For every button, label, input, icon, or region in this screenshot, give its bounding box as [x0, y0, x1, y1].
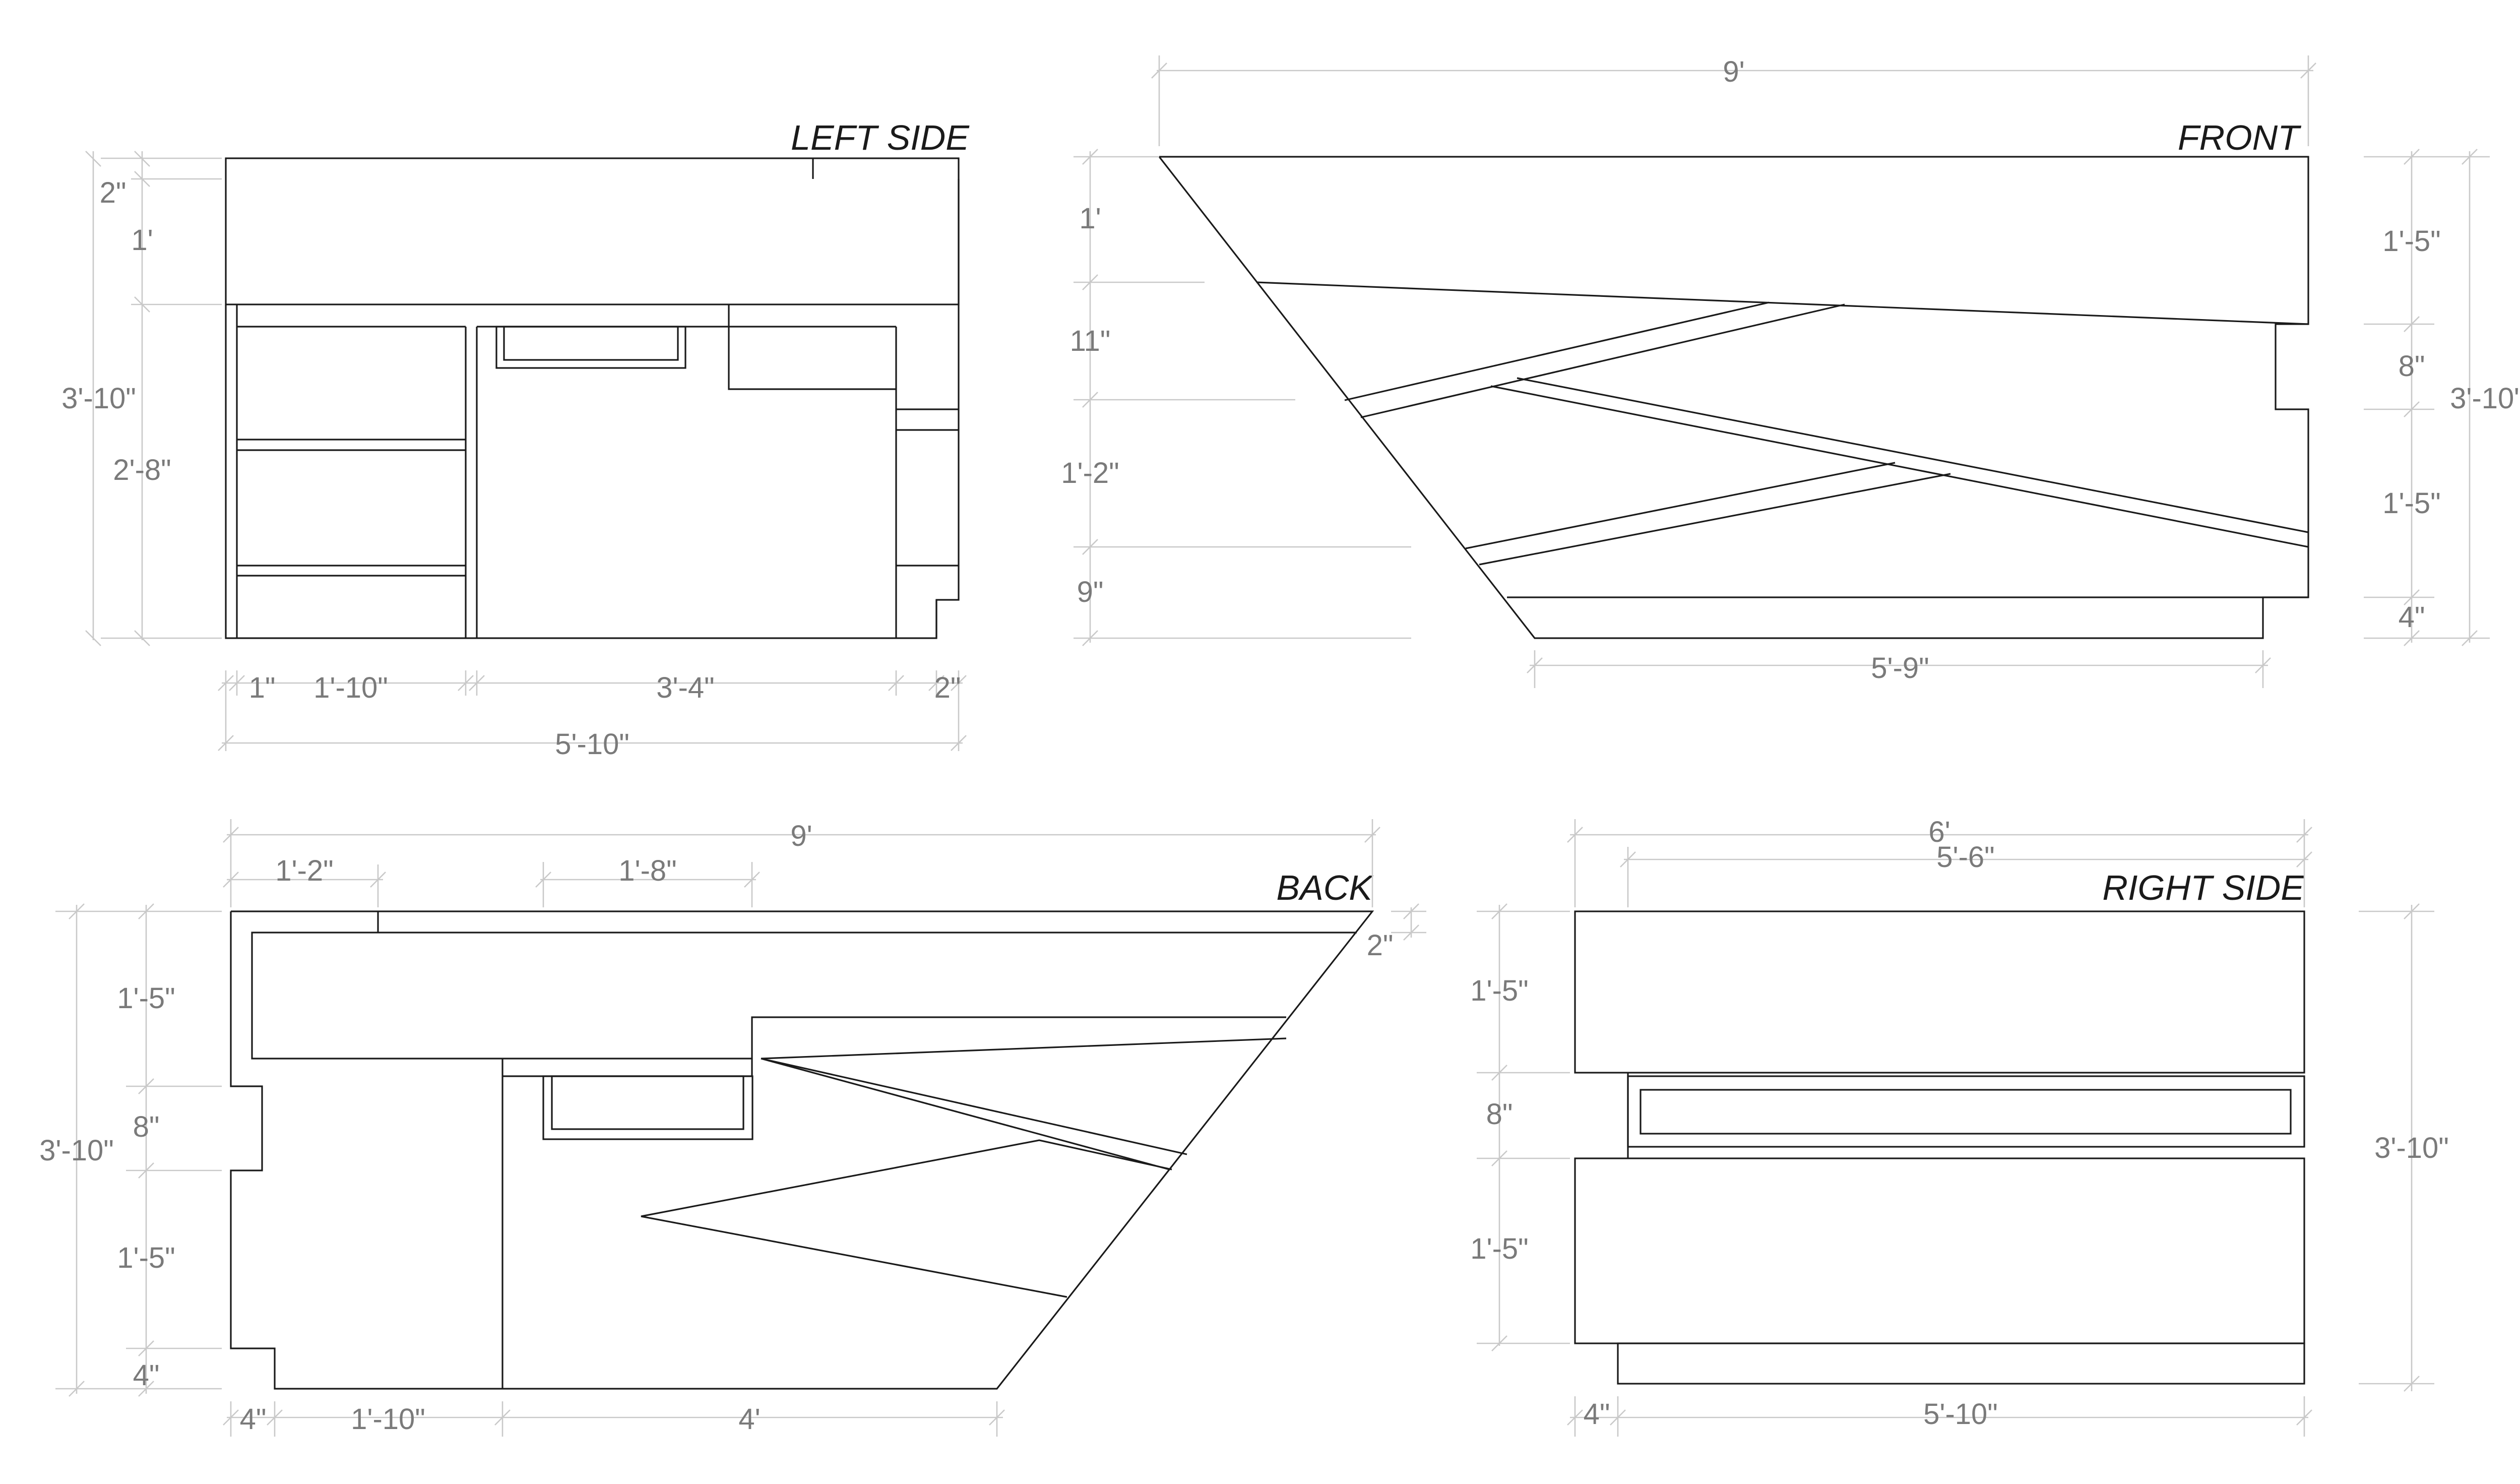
front-dim-overall-width: 9'	[1723, 55, 1744, 88]
left-side-dim-lower-height: 2'-8"	[113, 454, 171, 486]
back-dim-2in: 2"	[1367, 929, 1394, 962]
front-view: FRONT 9'	[1061, 55, 2520, 688]
left-side-dim-1ft: 1'	[131, 224, 153, 257]
right-side-outline	[1574, 910, 2305, 1385]
left-side-dimensions: 2" 1' 3'-10" 2'-8" 1" 1'-10" 3'-4" 2" 5'…	[61, 151, 967, 761]
right-side-dim-1ft5-bottom: 1'-5"	[1470, 1232, 1529, 1265]
right-side-dim-overall-height: 3'-10"	[2374, 1132, 2449, 1164]
right-side-dim-1ft5-top: 1'-5"	[1470, 974, 1529, 1007]
front-dim-1ft5-top: 1'-5"	[2382, 225, 2441, 258]
front-dim-base-width: 5'-9"	[1871, 652, 1929, 685]
left-side-title: LEFT SIDE	[791, 118, 970, 157]
left-side-dim-overall-height: 3'-10"	[61, 382, 136, 415]
back-outline	[230, 910, 1374, 1390]
front-dim-8in: 8"	[2399, 350, 2425, 383]
back-dimensions: 9' 1'-2" 1'-8" 2"	[39, 819, 1426, 1437]
left-side-outline	[225, 157, 960, 639]
back-dim-8in: 8"	[133, 1110, 160, 1143]
back-dim-1ft8: 1'-8"	[618, 854, 677, 887]
right-side-dim-overall-width: 6'	[1928, 816, 1950, 848]
right-side-title: RIGHT SIDE	[2102, 868, 2305, 907]
back-dim-4ft: 4'	[738, 1403, 760, 1436]
back-dim-1ft2: 1'-2"	[275, 854, 334, 887]
back-dim-1ft5-top: 1'-5"	[117, 982, 175, 1015]
front-dim-1ft2: 1'-2"	[1061, 457, 1119, 489]
back-dim-overall-width: 9'	[790, 820, 812, 852]
back-dim-4in: 4"	[133, 1359, 160, 1392]
front-title: FRONT	[2178, 118, 2301, 157]
back-title: BACK	[1276, 868, 1374, 907]
back-dim-1ft5-bottom: 1'-5"	[117, 1242, 175, 1274]
back-dim-overall-height: 3'-10"	[39, 1134, 114, 1167]
back-view: BACK 9' 1'-2"	[39, 819, 1426, 1437]
left-side-dim-1in: 1"	[249, 671, 276, 704]
left-side-dim-2in: 2"	[100, 176, 127, 209]
back-dim-1ft10: 1'-10"	[351, 1403, 425, 1436]
front-dim-4in: 4"	[2399, 601, 2425, 634]
left-side-dim-overall-width: 5'-10"	[555, 728, 629, 761]
front-dimensions: 9' 1' 11" 1'-2" 9"	[1061, 55, 2520, 688]
back-dim-4in-bottom: 4"	[240, 1403, 267, 1436]
right-side-dim-inner-width: 5'-6"	[1936, 841, 1995, 874]
left-side-dim-3ft4: 3'-4"	[656, 671, 715, 704]
front-dim-1ft5-bottom: 1'-5"	[2382, 487, 2441, 520]
right-side-dim-5ft10: 5'-10"	[1923, 1398, 1998, 1431]
left-side-dim-2in-right: 2"	[934, 671, 961, 704]
left-side-dim-1ft10: 1'-10"	[313, 671, 388, 704]
front-dim-1ft: 1'	[1079, 202, 1101, 235]
right-side-dimensions: 6' 5'-6" 1'-5" 8" 1'-5" 3'-10"	[1470, 816, 2449, 1437]
right-side-dim-4in: 4"	[1584, 1398, 1610, 1431]
right-side-dim-8in: 8"	[1486, 1098, 1513, 1131]
front-dim-9in: 9"	[1077, 576, 1104, 608]
front-outline	[1158, 156, 2309, 639]
left-side-view: LEFT SIDE	[61, 118, 970, 761]
front-dim-11in: 11"	[1070, 325, 1111, 357]
right-side-view: RIGHT SIDE 6' 5'-6"	[1470, 816, 2449, 1437]
front-dim-overall-height: 3'-10"	[2450, 382, 2520, 415]
